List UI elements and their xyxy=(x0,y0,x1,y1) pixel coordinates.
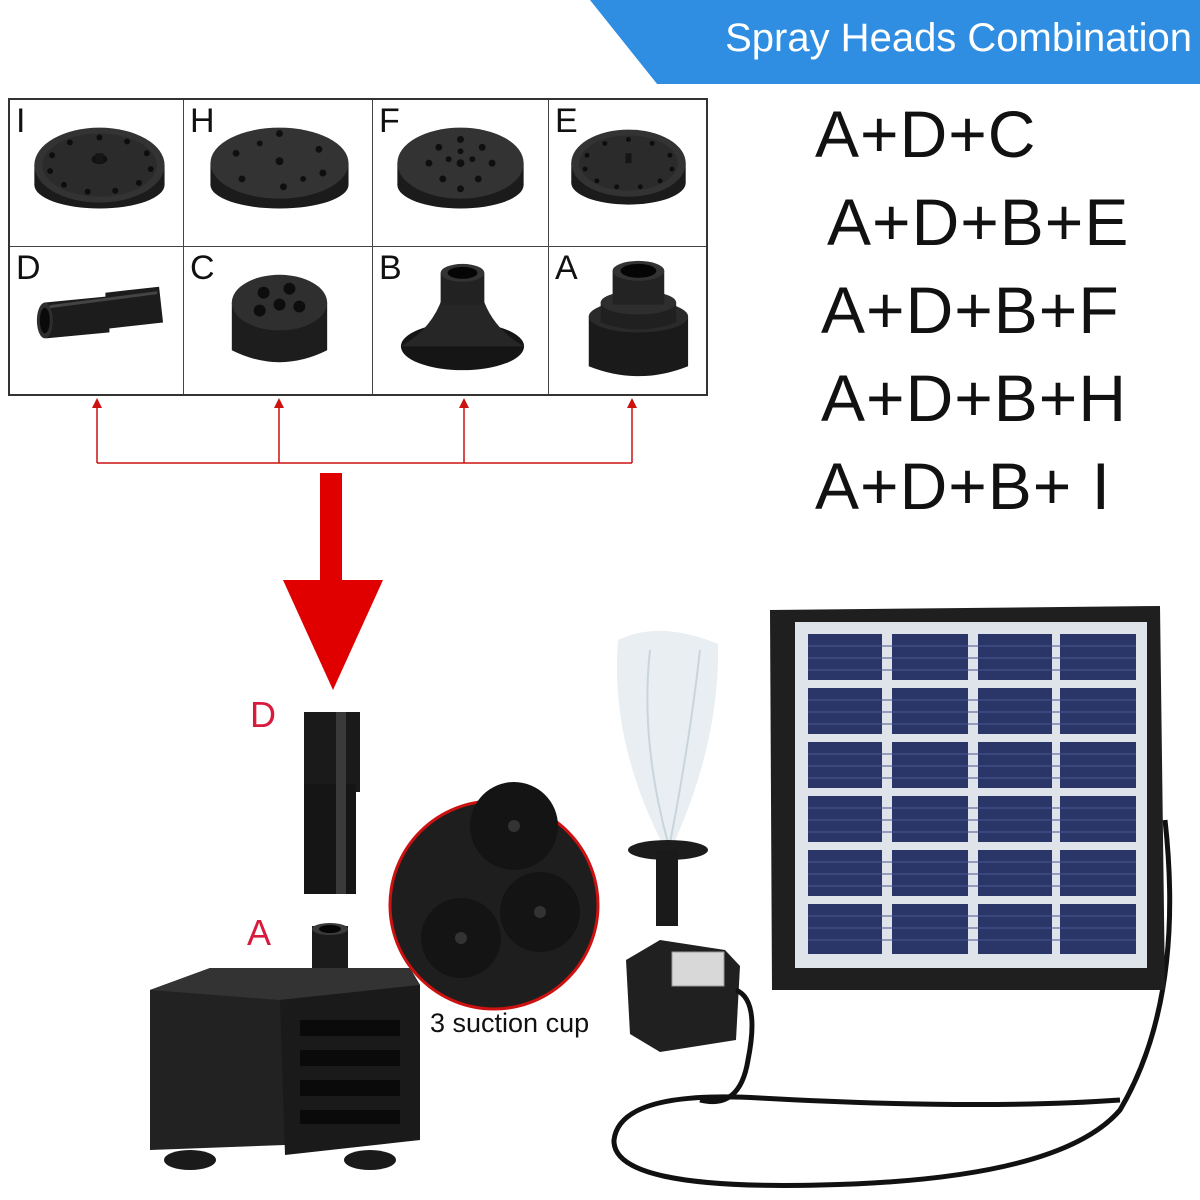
combination-item: A+D+B+E xyxy=(827,185,1130,259)
banner-title: Spray Heads Combination xyxy=(725,16,1192,60)
nozzle-disc-ring-icon xyxy=(571,129,686,205)
extension-tube-icon xyxy=(36,286,164,339)
part-cell-e: E xyxy=(549,100,706,247)
cone-adapter-icon xyxy=(400,263,525,371)
extension-tube xyxy=(304,712,360,894)
water-pump xyxy=(150,923,420,1170)
solar-cells xyxy=(808,634,1136,954)
part-cell-f: F xyxy=(373,100,549,247)
part-letter: E xyxy=(555,102,578,140)
part-letter: D xyxy=(16,249,41,287)
solar-panel xyxy=(770,606,1165,990)
combination-item: A+D+B+H xyxy=(821,361,1127,435)
part-letter: H xyxy=(190,102,215,140)
part-letter: A xyxy=(555,249,578,287)
down-arrow-icon xyxy=(283,473,383,690)
part-letter: B xyxy=(379,249,402,287)
combination-list: A+D+C A+D+B+E A+D+B+F A+D+B+H A+D+B+ I xyxy=(815,90,1185,530)
label-d: D xyxy=(250,694,276,735)
part-letter: F xyxy=(379,102,400,140)
combination-item: A+D+C xyxy=(815,97,1037,171)
nozzle-disc-ring-icon xyxy=(34,127,165,209)
part-cell-h: H xyxy=(184,100,373,247)
part-letter: I xyxy=(16,102,26,140)
nozzle-disc-dense-icon xyxy=(397,127,524,209)
fountain-spray xyxy=(616,630,755,1105)
part-letter: C xyxy=(190,249,215,287)
power-cable xyxy=(611,819,1173,1188)
combination-item: A+D+B+ I xyxy=(815,449,1112,523)
multi-hole-cap-icon xyxy=(231,274,328,363)
header-banner: Spray Heads Combination xyxy=(590,0,1200,84)
part-cell-a: A xyxy=(549,247,706,394)
pump-adapter-icon xyxy=(588,260,689,377)
suction-cup-detail xyxy=(388,782,600,1011)
label-a: A xyxy=(247,912,272,953)
suction-cup-label: 3 suction cup xyxy=(430,1008,590,1038)
parts-grid: I H xyxy=(8,98,708,396)
part-cell-c: C xyxy=(184,247,373,394)
connector-arrowheads xyxy=(92,398,637,408)
nozzle-disc-sparse-icon xyxy=(210,127,349,209)
part-cell-b: B xyxy=(373,247,549,394)
part-cell-i: I xyxy=(10,100,184,247)
combination-item: A+D+B+F xyxy=(821,273,1120,347)
connector-lines xyxy=(96,404,633,464)
part-cell-d: D xyxy=(10,247,184,394)
